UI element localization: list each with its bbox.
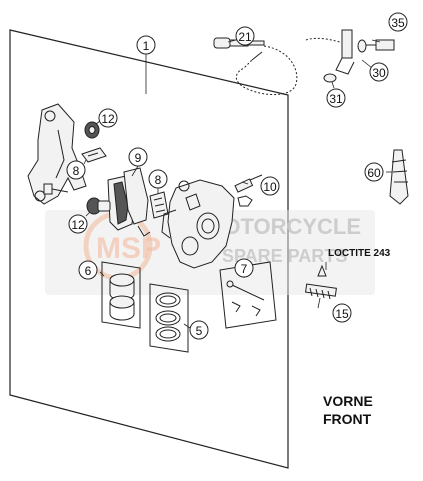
callout-21: 21 xyxy=(235,26,255,46)
svg-text:10: 10 xyxy=(263,180,277,194)
callout-30: 30 xyxy=(369,62,389,82)
caliper-bracket-icon xyxy=(27,103,87,205)
svg-text:6: 6 xyxy=(85,264,92,278)
screw-icon xyxy=(305,264,337,300)
pin-kit-icon xyxy=(219,261,277,329)
callout-5: 5 xyxy=(189,320,209,340)
rubber-boot-icon xyxy=(84,121,100,139)
svg-text:60: 60 xyxy=(367,166,381,180)
svg-text:35: 35 xyxy=(391,16,405,30)
svg-text:12: 12 xyxy=(71,218,85,232)
svg-text:31: 31 xyxy=(329,92,343,106)
watermark-brand-left: MSP xyxy=(96,232,161,265)
pad-spring-icon xyxy=(149,191,169,219)
screw-icon xyxy=(43,183,69,195)
spring-clip-icon xyxy=(81,147,107,163)
banjo-fitting-icon xyxy=(323,29,395,83)
svg-text:30: 30 xyxy=(372,66,386,80)
guide-pin-icon xyxy=(86,197,111,215)
svg-text:1: 1 xyxy=(143,39,150,53)
svg-text:8: 8 xyxy=(73,164,80,178)
svg-text:12: 12 xyxy=(101,112,115,126)
glue-tube-icon xyxy=(389,149,409,205)
callout-31: 31 xyxy=(326,88,346,108)
callout-8-left: 8 xyxy=(66,160,86,180)
seal-kit-icon xyxy=(149,283,189,353)
callout-12-lower: 12 xyxy=(68,214,88,234)
direction-label-en: FRONT xyxy=(323,411,372,427)
svg-text:8: 8 xyxy=(155,173,162,187)
callout-7: 7 xyxy=(234,258,254,278)
svg-text:21: 21 xyxy=(238,30,252,44)
brake-caliper-icon xyxy=(161,179,235,269)
callout-9: 9 xyxy=(128,147,148,167)
callout-8-center: 8 xyxy=(148,169,168,189)
callout-1: 1 xyxy=(136,35,156,55)
svg-text:7: 7 xyxy=(241,262,248,276)
callout-12-upper: 12 xyxy=(98,108,118,128)
callout-10: 10 xyxy=(260,176,280,196)
callout-6: 6 xyxy=(78,260,98,280)
watermark-brand-sub: SPARE PARTS xyxy=(222,246,347,266)
loctite-label: LOCTITE 243 xyxy=(328,248,391,259)
brake-pads-icon xyxy=(107,167,151,237)
callout-15: 15 xyxy=(332,303,352,323)
direction-label-de: VORNE xyxy=(323,393,373,409)
callout-60: 60 xyxy=(364,162,384,182)
svg-text:15: 15 xyxy=(335,307,349,321)
svg-text:5: 5 xyxy=(196,324,203,338)
callout-35: 35 xyxy=(388,12,408,32)
piston-set-icon xyxy=(101,261,141,329)
svg-text:9: 9 xyxy=(135,151,142,165)
